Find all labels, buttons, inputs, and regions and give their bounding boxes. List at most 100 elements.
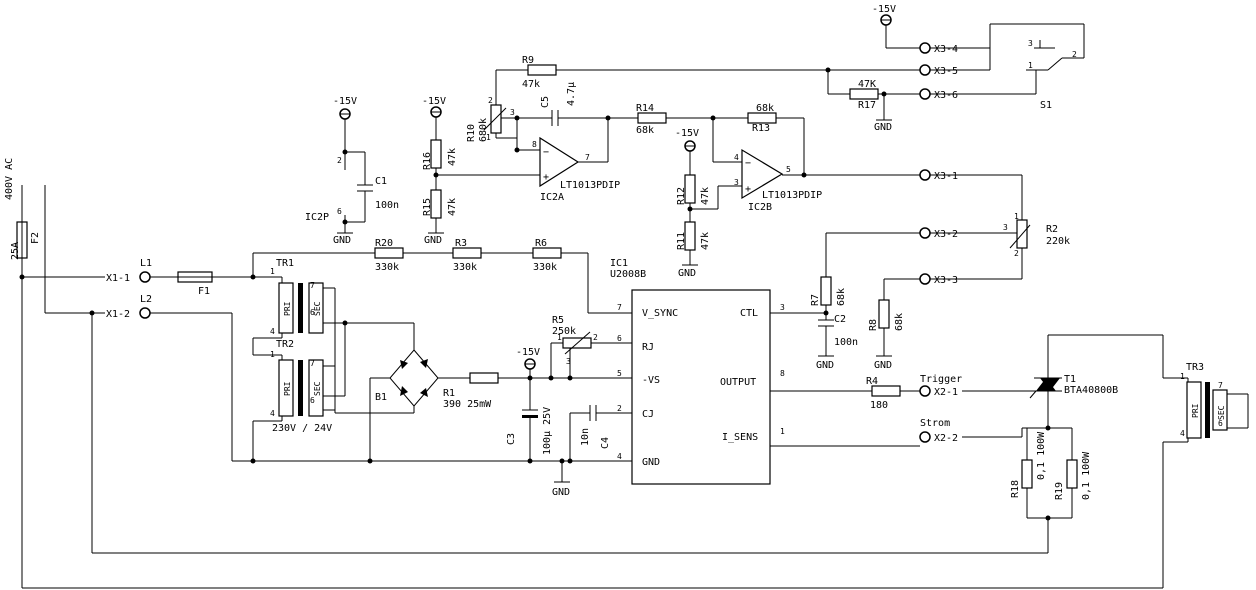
ic1-n5: 5 xyxy=(617,369,622,378)
tr3-pin7: 7 xyxy=(1218,381,1223,390)
r2-pin1: 1 xyxy=(1014,212,1019,221)
r13-label: R13 xyxy=(752,123,770,134)
potentiometer-r2: 1 3 2 R2 220k xyxy=(1003,212,1070,258)
resistor-r13: 68k R13 xyxy=(747,103,777,134)
r14-value: 68k xyxy=(636,125,654,136)
trigger-label: Trigger xyxy=(920,374,962,385)
c4-label: C4 xyxy=(600,437,611,449)
potentiometer-r5: R5 250k 1 2 3 xyxy=(550,315,632,378)
supply-neg15-c1: -15V xyxy=(333,96,357,120)
fuse-f1: F1 xyxy=(177,271,213,297)
resistor-r20: R20 330k xyxy=(374,238,404,273)
ic2a-label: IC2A xyxy=(540,192,564,203)
ic2b-pin3: 3 xyxy=(734,178,739,187)
resistor-r17: 47K R17 xyxy=(849,79,879,111)
gnd-r8-label: GND xyxy=(874,360,892,371)
r20-label: R20 xyxy=(375,238,393,249)
ic1-pin-rj: RJ xyxy=(642,342,654,353)
gnd-r11-label: GND xyxy=(678,268,696,279)
s1-pin3: 3 xyxy=(1028,39,1033,48)
supply-label: 400V AC xyxy=(4,158,15,200)
fuse-f2: F2 25A xyxy=(10,221,41,260)
terminal-x3-6: X3-6 xyxy=(919,88,958,101)
c5-value: 4.7µ xyxy=(566,82,577,106)
gnd-ic1-label: GND xyxy=(552,487,570,498)
capacitor-c4: C4 10n xyxy=(569,405,632,461)
c3-label: C3 xyxy=(506,433,517,445)
r12-value: 47k xyxy=(700,187,711,205)
capacitor-c1: C1 100n xyxy=(357,152,399,222)
t1-part: BTA40800B xyxy=(1064,385,1118,396)
x3-5-label: X3-5 xyxy=(934,66,958,77)
tr2-pin4: 4 xyxy=(270,409,275,418)
ic1-n2: 2 xyxy=(617,404,622,413)
resistor-r1: R1 390 25mW xyxy=(443,372,499,410)
ic2p-label: IC2P xyxy=(305,212,329,223)
tr2-pin6: 6 xyxy=(310,396,315,405)
ic2b-label: IC2B xyxy=(748,202,772,213)
r5-pin3: 3 xyxy=(566,357,571,366)
r6-label: R6 xyxy=(535,238,547,249)
c5-label: C5 xyxy=(540,96,551,108)
r10-pin3: 3 xyxy=(510,108,515,117)
r18-label: R18 xyxy=(1010,480,1021,498)
resistor-r18: R18 0,1 100W xyxy=(1010,431,1047,498)
tr2-sec: SEC xyxy=(313,381,322,396)
ic2b-plus: + xyxy=(745,184,751,195)
tr3-pin6: 6 xyxy=(1218,419,1223,428)
tr1-pin1: 1 xyxy=(270,267,275,276)
supply-neg15-s1: -15V xyxy=(872,4,896,26)
bridge-rectifier-b1: B1 xyxy=(370,323,470,413)
gnd-r15-label: GND xyxy=(424,235,442,246)
capacitor-c2: C2 100n GND xyxy=(816,314,858,371)
r12-label: R12 xyxy=(676,187,687,205)
c2-value: 100n xyxy=(834,337,858,348)
ic1-pin-ctl: CTL xyxy=(740,308,758,319)
r10-label: R10 xyxy=(466,124,477,142)
r2-pin3: 3 xyxy=(1003,223,1008,232)
terminal-x2-2: Strom X2-2 xyxy=(919,418,958,444)
r3-label: R3 xyxy=(455,238,467,249)
r10-pin2: 2 xyxy=(488,96,493,105)
ic1-pin-gnd: GND xyxy=(642,457,660,468)
neg15-r12-label: -15V xyxy=(675,128,699,139)
resistor-r11: R11 47k xyxy=(676,221,711,251)
terminal-x3-5: X3-5 xyxy=(919,64,958,77)
r1-value: 390 25mW xyxy=(443,399,492,410)
r8-label: R8 xyxy=(868,319,879,331)
c4-value: 10n xyxy=(580,428,591,446)
potentiometer-r10: R10 680k 2 1 3 xyxy=(466,96,515,142)
transformer-tr2: TR2 PRI SEC 1 4 7 6 230V / 24V xyxy=(270,339,332,434)
resistor-r14: R14 68k xyxy=(636,103,667,136)
r4-value: 180 xyxy=(870,400,888,411)
r14-label: R14 xyxy=(636,103,654,114)
ic2b-part: LT1013PDIP xyxy=(762,190,822,201)
ic1-pin-output: OUTPUT xyxy=(720,377,756,388)
ic2a-plus: + xyxy=(543,172,549,183)
t1-label: T1 xyxy=(1064,374,1076,385)
switch-s1: 3 2 1 S1 xyxy=(930,23,1085,111)
ic1-n1: 1 xyxy=(780,427,785,436)
r3-value: 330k xyxy=(453,262,477,273)
resistor-r3: R3 330k xyxy=(452,238,482,273)
tr2-pin7: 7 xyxy=(310,359,315,368)
fuse-f2-value: 25A xyxy=(10,242,21,260)
fuse-f2-label: F2 xyxy=(30,232,41,244)
r8-value: 68k xyxy=(894,313,905,331)
r7-value: 68k xyxy=(836,288,847,306)
r7-label: R7 xyxy=(810,294,821,306)
tr2-pri: PRI xyxy=(283,381,292,396)
r9-value: 47k xyxy=(522,79,540,90)
transformer-tr3: TR3 PRI SEC 1 4 7 6 xyxy=(1180,362,1228,439)
r11-label: R11 xyxy=(676,232,687,250)
ground-ic1: GND xyxy=(552,461,570,498)
r5-label: R5 xyxy=(552,315,564,326)
ic2a-pin8: 8 xyxy=(532,140,537,149)
resistor-r6: R6 330k xyxy=(532,238,562,273)
r9-label: R9 xyxy=(522,55,534,66)
terminal-x3-1: X3-1 xyxy=(919,169,958,182)
r15-value: 47k xyxy=(447,198,458,216)
r16-value: 47k xyxy=(447,148,458,166)
ic1-pin-vs: -VS xyxy=(642,375,660,386)
x2-2-label: X2-2 xyxy=(934,433,958,444)
